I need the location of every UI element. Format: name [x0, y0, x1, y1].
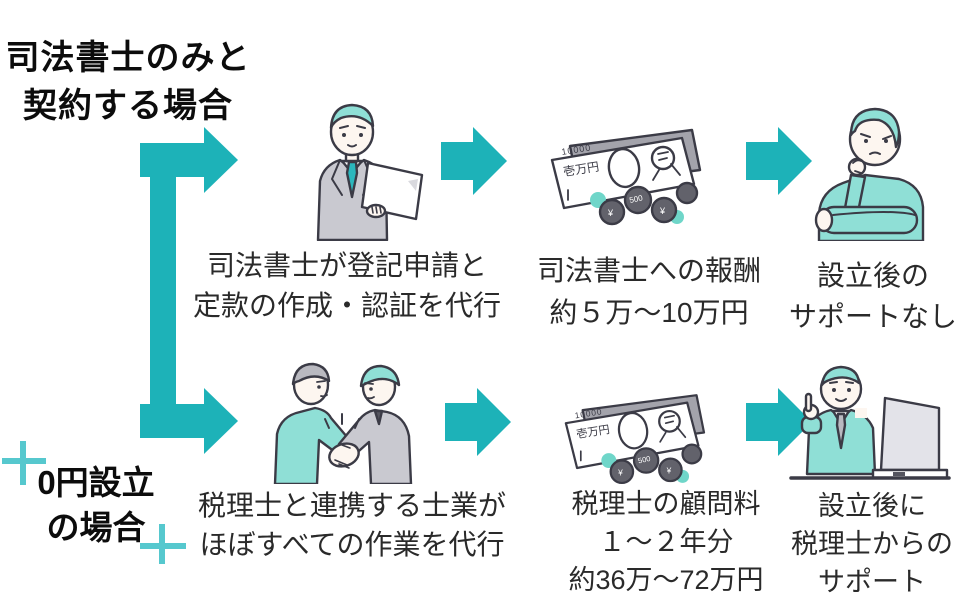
svg-text:500: 500	[637, 454, 651, 465]
caption-support-after: 設立後に 税理士からの サポート	[784, 487, 960, 600]
caption-line: サポートなし	[788, 301, 957, 332]
caption-advisory-fee: 税理士の顧問料 １〜２年分 約36万〜72万円	[538, 485, 794, 599]
svg-text:¥: ¥	[617, 467, 623, 477]
plus-decoration-icon	[2, 458, 46, 464]
svg-text:壱万円: 壱万円	[562, 160, 600, 179]
man-pointing-with-laptop-illustration	[789, 365, 951, 480]
caption-line: 税理士の顧問料	[571, 489, 761, 519]
caption-line: 司法書士への報酬	[536, 255, 761, 286]
branch-title-top-line1: 司法書士のみと	[5, 39, 251, 77]
money-bills-and-coins-illustration: 10000 壱万円 500 ¥ ¥	[564, 394, 706, 485]
caption-tax-accountant-partner: 税理士と連携する士業が ほぼすべての作業を代行	[176, 486, 528, 564]
right-arrow-icon	[746, 127, 812, 195]
branch-arrow-bottom-head-icon	[204, 388, 238, 454]
branch-arrow-top-head-icon	[204, 127, 238, 193]
caption-line: ほぼすべての作業を代行	[199, 529, 505, 560]
svg-text:¥: ¥	[607, 208, 614, 218]
caption-line: 定款の作成・認証を代行	[192, 290, 501, 321]
branch-arrow-top-shaft	[140, 143, 204, 177]
caption-line: 設立後の	[816, 260, 929, 291]
caption-line: 税理士と連携する士業が	[197, 490, 506, 521]
caption-line: １〜２年分	[598, 527, 734, 557]
right-arrow-icon	[445, 388, 511, 456]
two-men-handshake-illustration	[273, 362, 413, 484]
caption-no-support: 設立後の サポートなし	[786, 255, 960, 337]
caption-line: 設立後に	[818, 491, 926, 521]
caption-line: サポート	[818, 567, 926, 597]
caption-scrivener-fee: 司法書士への報酬 約５万〜10万円	[515, 250, 783, 334]
branch-title-bottom: 0円設立 の場合	[18, 460, 174, 550]
caption-line: 約５万〜10万円	[549, 297, 749, 328]
caption-line: 司法書士が登記申請と	[206, 250, 487, 281]
caption-line: 税理士からの	[791, 529, 953, 559]
svg-text:10000: 10000	[574, 406, 603, 420]
branch-title-bottom-line2: の場合	[46, 509, 146, 546]
money-bills-and-coins-illustration: 10000 壱万円 500 ¥ ¥	[550, 128, 702, 226]
caption-registration-agency: 司法書士が登記申請と 定款の作成・認証を代行	[172, 246, 522, 326]
branch-title-bottom-line1: 0円設立	[37, 464, 155, 501]
svg-text:500: 500	[629, 193, 644, 205]
branch-arrow-bottom-shaft	[140, 404, 204, 438]
caption-line: 約36万〜72万円	[568, 565, 764, 595]
plus-decoration-icon	[140, 543, 186, 549]
svg-text:¥: ¥	[659, 206, 666, 216]
branch-title-top: 司法書士のみと 契約する場合	[0, 34, 256, 130]
svg-text:¥: ¥	[666, 466, 672, 476]
worried-thinking-man-illustration	[814, 107, 925, 241]
right-arrow-icon	[441, 127, 507, 195]
branch-trunk-bar	[150, 145, 176, 437]
svg-text:10000: 10000	[561, 142, 592, 157]
businessman-with-laptop-illustration	[316, 103, 424, 241]
branch-title-top-line2: 契約する場合	[23, 87, 233, 125]
